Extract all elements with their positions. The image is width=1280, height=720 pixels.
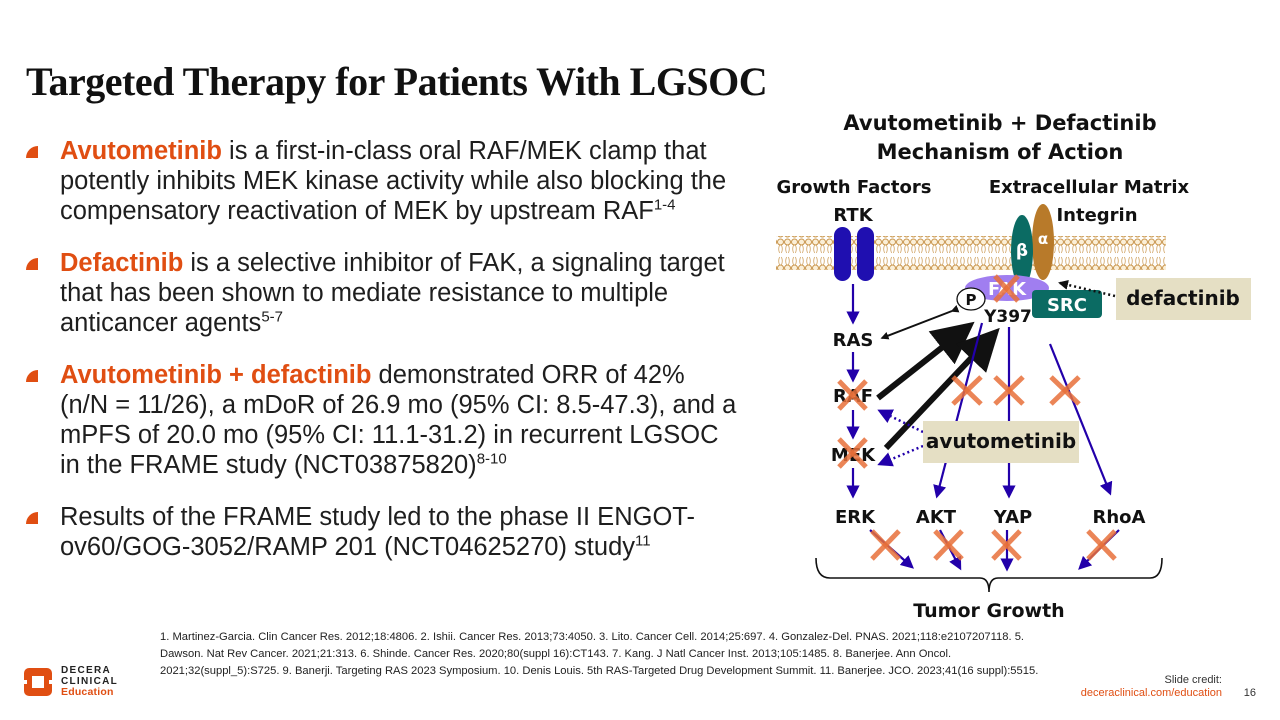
mek-inhibition-x-icon	[837, 437, 868, 469]
bullet-marker-icon	[26, 146, 38, 158]
yap-label: YAP	[993, 507, 1032, 528]
src-label: SRC	[1047, 295, 1087, 316]
rhoa-growth-inhibition-x-icon	[1086, 529, 1117, 561]
logo-line3: Education	[61, 686, 114, 698]
references: 1. Martinez-Garcia. Clin Cancer Res. 201…	[160, 631, 1039, 677]
fak-to-akt-arrow	[933, 322, 984, 499]
rtk-receptor-left	[834, 227, 851, 281]
akt-pathway-inhibition-x-icon	[951, 375, 983, 406]
akt-label: AKT	[916, 507, 957, 528]
bullet-marker-icon	[26, 512, 38, 524]
akt-growth-inhibition-x-icon	[933, 529, 964, 561]
bullet-list: Avutometinib is a first-in-class oral RA…	[26, 136, 738, 584]
phospho-circle	[956, 287, 986, 311]
mechanism-diagram: Avutometinib + Defactinib Mechanism of A…	[776, 111, 1251, 622]
logo-line2: CLINICAL	[61, 675, 119, 687]
bullet-text: Results of the FRAME study led to the ph…	[60, 503, 695, 561]
bullet-highlight: Avutometinib	[60, 137, 222, 165]
raf-inhibition-x-icon	[837, 379, 868, 411]
p-ras-arrow	[880, 304, 960, 340]
growth-factors-label: Growth Factors	[777, 177, 932, 198]
slide-title: Targeted Therapy for Patients With LGSOC	[26, 59, 768, 104]
integrin-beta	[1011, 215, 1033, 287]
fak-to-rhoa-arrow	[1048, 343, 1113, 496]
decera-logo-icon	[24, 668, 52, 696]
tumor-growth-brace	[815, 557, 1163, 593]
rhoa-pathway-inhibition-x-icon	[1049, 375, 1081, 406]
bullet-item: Avutometinib + defactinib demonstrated O…	[26, 360, 738, 480]
bullet-item: Avutometinib is a first-in-class oral RA…	[26, 136, 738, 226]
fak-inhibition-x-icon	[993, 274, 1020, 303]
y397-label: Y397	[983, 307, 1032, 327]
integrin-alpha-label: α	[1038, 230, 1048, 248]
raf-to-fak-arrow	[876, 321, 975, 401]
bullet-citation: 8-10	[476, 450, 507, 468]
avutometinib-to-mek-arrow	[877, 444, 924, 467]
bullet-citation: 11	[635, 532, 651, 550]
rtk-label: RTK	[833, 205, 873, 226]
page-number: 16	[1243, 687, 1256, 699]
erk-growth-inhibition-x-icon	[870, 529, 901, 561]
integrin-label: Integrin	[1056, 205, 1137, 226]
defactinib-label: defactinib	[1126, 286, 1240, 310]
integrin-beta-label: β	[1016, 241, 1028, 261]
bullet-marker-icon	[26, 258, 38, 270]
erk-label: ERK	[835, 507, 876, 528]
defactinib-box	[1116, 278, 1251, 320]
extracellular-matrix-label: Extracellular Matrix	[989, 177, 1190, 198]
bullet-text: is a first-in-class oral RAF/MEK clamp t…	[60, 137, 727, 225]
mek-to-fak-arrow	[883, 327, 1000, 451]
bullet-highlight: Avutometinib + defactinib	[60, 361, 372, 389]
logo-line1: DECERA	[61, 665, 112, 676]
bullet-marker-icon	[26, 370, 38, 382]
slide-credit-link[interactable]: deceraclinical.com/education	[1080, 687, 1222, 699]
avutometinib-label: avutometinib	[926, 429, 1076, 453]
diagram-title-line2: Mechanism of Action	[877, 140, 1124, 164]
tumor-growth-label: Tumor Growth	[913, 600, 1064, 622]
ras-label: RAS	[833, 330, 874, 351]
decera-logo: DECERA CLINICAL Education	[24, 665, 144, 698]
diagram-title-line1: Avutometinib + Defactinib	[843, 111, 1156, 135]
yap-growth-inhibition-x-icon	[991, 529, 1022, 561]
slide-credit: Slide credit: deceraclinical.com/educati…	[1081, 674, 1222, 700]
integrin-alpha	[1032, 204, 1054, 280]
rhoa-label: RhoA	[1093, 507, 1146, 528]
bullet-item: Results of the FRAME study led to the ph…	[26, 502, 738, 562]
bullet-citation: 1-4	[653, 196, 676, 214]
bullet-highlight: Defactinib	[60, 249, 184, 277]
avutometinib-box	[923, 421, 1079, 463]
bullet-item: Defactinib is a selective inhibitor of F…	[26, 248, 738, 338]
phospho-label: P	[966, 291, 977, 309]
bullet-citation: 5-7	[261, 308, 283, 326]
bullet-text: is a selective inhibitor of FAK, a signa…	[60, 249, 725, 337]
bullet-text: demonstrated ORR of 42% (n/N = 11/26), a…	[60, 361, 737, 479]
rtk-receptor-right	[857, 227, 874, 281]
yap-pathway-inhibition-x-icon	[993, 375, 1025, 406]
src-protein	[1032, 290, 1102, 318]
slide-credit-label: Slide credit:	[1164, 674, 1222, 686]
